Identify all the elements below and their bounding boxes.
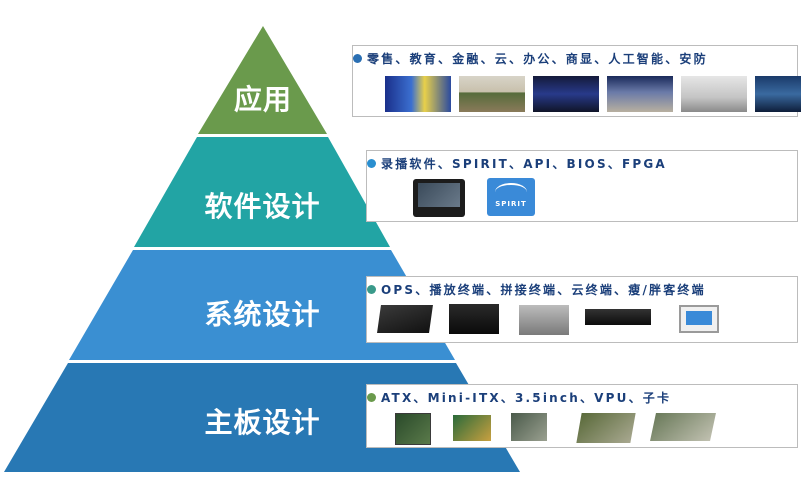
thin-client-image <box>679 305 719 333</box>
retail-photo <box>385 76 451 112</box>
tier-apply-label: 应用 <box>233 83 292 116</box>
mini-itx-board-image <box>453 415 491 441</box>
ops-device-image <box>377 305 433 333</box>
apply-thumbnails <box>385 76 801 112</box>
spirit-logo: SPIRIT <box>487 178 535 216</box>
vpu-board-image <box>576 413 636 443</box>
cloud-terminal-image <box>585 309 651 325</box>
cloud-photo <box>607 76 673 112</box>
board-panel: ATX、Mini-ITX、3.5inch、VPU、子卡 <box>366 384 798 448</box>
system-items-text: OPS、播放终端、拼接终端、云终端、瘦/胖客终端 <box>367 281 706 298</box>
inch35-board-image <box>511 413 547 441</box>
security-photo <box>755 76 801 112</box>
bullet-dot <box>367 159 376 168</box>
bullet-dot <box>353 54 362 63</box>
tier-software-label: 软件设计 <box>204 190 321 223</box>
tier-software-shape <box>134 137 390 247</box>
tier-system-shape <box>69 250 455 360</box>
tier-system-label: 系统设计 <box>204 298 321 331</box>
apply-panel: 零售、教育、金融、云、办公、商显、人工智能、安防 <box>352 45 801 117</box>
office-photo <box>681 76 747 112</box>
tier-apply-shape <box>198 26 327 134</box>
education-photo <box>459 76 525 112</box>
recording-device-image <box>413 179 465 217</box>
tier-board-label: 主板设计 <box>204 406 321 439</box>
software-items-text: 录播软件、SPIRIT、API、BIOS、FPGA <box>367 155 667 172</box>
software-panel: 录播软件、SPIRIT、API、BIOS、FPGA SPIRIT <box>366 150 798 222</box>
splice-device-image <box>519 305 569 335</box>
apply-items-text: 零售、教育、金融、云、办公、商显、人工智能、安防 <box>353 50 708 67</box>
bullet-dot <box>367 285 376 294</box>
system-panel: OPS、播放终端、拼接终端、云终端、瘦/胖客终端 <box>366 276 798 343</box>
player-device-image <box>449 304 499 334</box>
finance-photo <box>533 76 599 112</box>
spirit-logo-text: SPIRIT <box>495 200 527 208</box>
atx-board-image <box>395 413 431 445</box>
board-items-text: ATX、Mini-ITX、3.5inch、VPU、子卡 <box>367 389 671 406</box>
bullet-dot <box>367 393 376 402</box>
daughter-card-image <box>650 413 716 441</box>
